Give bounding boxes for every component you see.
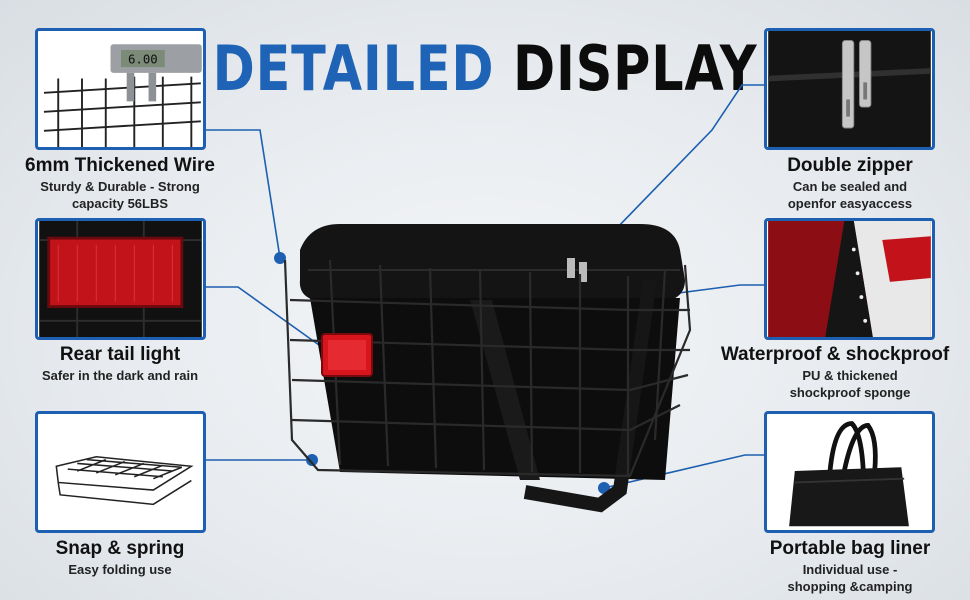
waterproof-feature-desc-line1: PU & thickened: [802, 368, 898, 383]
panel-liner-photo: [764, 411, 935, 533]
panel-waterproof-photo: [764, 218, 935, 340]
waterproof-feature-title: Waterproof & shockproof: [720, 344, 950, 365]
taillight-feature-title: Rear tail light: [59, 344, 181, 365]
wire-feature-desc-line2: capacity 56LBS: [71, 196, 169, 211]
wire-callout-dot: [274, 252, 286, 264]
wire-feature-desc-line1: Sturdy & Durable - Strong: [40, 179, 200, 194]
liner-feature-title: Portable bag liner: [769, 538, 931, 559]
zipper-feature-title: Double zipper: [787, 155, 913, 176]
panel-taillight-photo: [35, 218, 206, 340]
caliper-reading: 6.00: [128, 52, 158, 66]
folding-feature-desc-line1: Easy folding use: [68, 562, 172, 577]
folding-callout-dot: [306, 454, 318, 466]
page-title: DETAILED DISPLAY: [87, 38, 882, 100]
liner-feature-desc-line2: shopping &camping: [787, 579, 913, 594]
taillight-feature-desc-line1: Safer in the dark and rain: [41, 368, 199, 383]
title-part2: DISPLAY: [512, 32, 758, 105]
wire-feature-title: 6mm Thickened Wire: [25, 155, 215, 176]
folding-feature-title: Snap & spring: [55, 538, 185, 559]
panel-folding-photo: [35, 411, 206, 533]
zipper-feature-desc-line1: Can be sealed and: [792, 179, 908, 194]
liner-feature-desc-line1: Individual use -: [802, 562, 898, 577]
product-bike-basket-image: [283, 224, 692, 513]
panel-wire-photo: 6.00: [35, 28, 206, 150]
panel-zipper-photo: [764, 28, 935, 150]
title-part1: DETAILED: [212, 32, 495, 105]
zipper-feature-desc-line2: openfor easyaccess: [787, 196, 913, 211]
waterproof-feature-desc-line2: shockproof sponge: [789, 385, 911, 400]
